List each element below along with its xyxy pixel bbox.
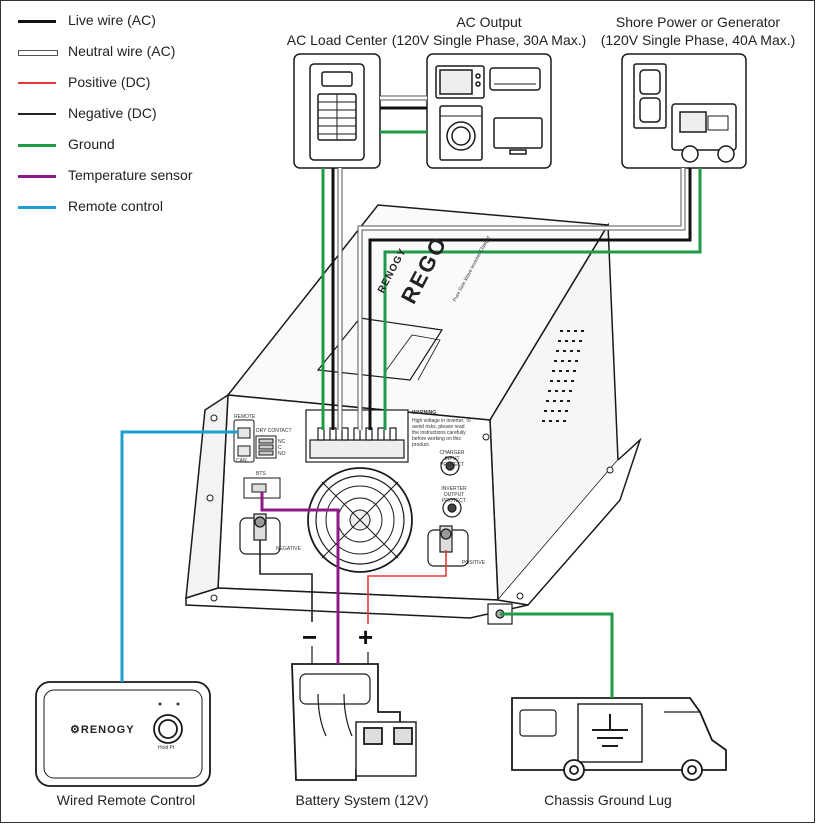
ground-wires (321, 130, 702, 698)
inverter-protect-label: INVERTER OUTPUT PROTECT (441, 486, 467, 504)
wired-remote-control (35, 681, 211, 787)
legend-swatch (18, 113, 56, 115)
shore-power-title: Shore Power or Generator (615, 14, 781, 30)
battery-leads (311, 646, 369, 664)
dc-positive-cable (367, 550, 447, 624)
remote-button-label: Hold Pt (158, 745, 175, 751)
charger-input-breaker (440, 456, 460, 476)
legend-swatch (18, 206, 56, 209)
negative-terminal-label: NEGATIVE (276, 546, 301, 552)
cooling-fan (307, 467, 413, 573)
temperature-sensor-wire (260, 492, 340, 664)
ac-load-center-label: AC Load Center (286, 32, 388, 48)
remote-can-ports (233, 419, 255, 463)
negative-sign: − (302, 622, 318, 652)
inverter-output-breaker (442, 498, 462, 518)
ac-output-title: AC Output (456, 14, 522, 30)
mounting-holes (206, 414, 614, 602)
shore-power-spec: (120V Single Phase, 40A Max.) (600, 32, 796, 48)
contact-nc-label: NC (278, 439, 286, 445)
warning-text: High voltage in inverter. To avoid risks… (412, 418, 471, 448)
legend-label: Ground (68, 136, 115, 152)
legend-swatch (18, 82, 56, 84)
legend-label: Temperature sensor (68, 167, 193, 183)
legend-label: Positive (DC) (68, 74, 151, 90)
remote-brand-text: RENOGY (80, 724, 135, 736)
ac-output-spec: (120V Single Phase, 30A Max.) (391, 32, 587, 48)
ground-symbol-icon (592, 714, 628, 747)
can-port-label: CAN (236, 458, 247, 464)
ac-load-center (293, 53, 381, 169)
rv-chassis (511, 697, 727, 781)
legend-swatch (18, 20, 56, 23)
remote-port-label: REMOTE (234, 414, 256, 420)
battery-system (291, 663, 417, 781)
dc-negative-terminal (239, 513, 281, 555)
live-wires (331, 106, 692, 430)
dc-positive-terminal (427, 525, 469, 567)
ac-terminal-block (305, 409, 409, 463)
legend-label: Neutral wire (AC) (68, 43, 176, 59)
legend-swatch (18, 50, 58, 56)
battery-label: Battery System (12V) (295, 792, 429, 808)
positive-terminal-label: POSITIVE (462, 560, 486, 566)
warning-title: WARNING (412, 410, 437, 416)
neutral-wires (337, 95, 686, 430)
top-display-panel (316, 317, 444, 381)
dry-contact-terminal (255, 435, 277, 459)
remote-brand: ⚙RENOGY (70, 723, 135, 736)
shore-power-generator (621, 53, 747, 169)
legend-label: Negative (DC) (68, 105, 157, 121)
dry-contact-label: DRY CONTACT (256, 428, 292, 434)
chassis-ground-label: Chassis Ground Lug (544, 792, 672, 808)
remote-indicator-leds (158, 702, 180, 706)
remote-cable (120, 430, 238, 682)
charger-protect-label: CHARGER INPUT PROTECT (439, 450, 465, 468)
legend-label: Live wire (AC) (68, 12, 156, 28)
contact-no-label: NO (278, 451, 286, 457)
contact-c-label: C (278, 445, 282, 451)
side-vent (542, 330, 584, 422)
renogy-logo-icon: ⚙ (70, 724, 81, 736)
dc-negative-cable (259, 540, 313, 622)
positive-sign: + (358, 622, 374, 652)
legend-swatch (18, 175, 56, 178)
ac-output-appliances (426, 53, 552, 169)
bts-label: BTS (256, 471, 266, 477)
legend-label: Remote control (68, 198, 163, 214)
wired-remote-label: Wired Remote Control (56, 792, 196, 808)
legend-swatch (18, 144, 56, 147)
